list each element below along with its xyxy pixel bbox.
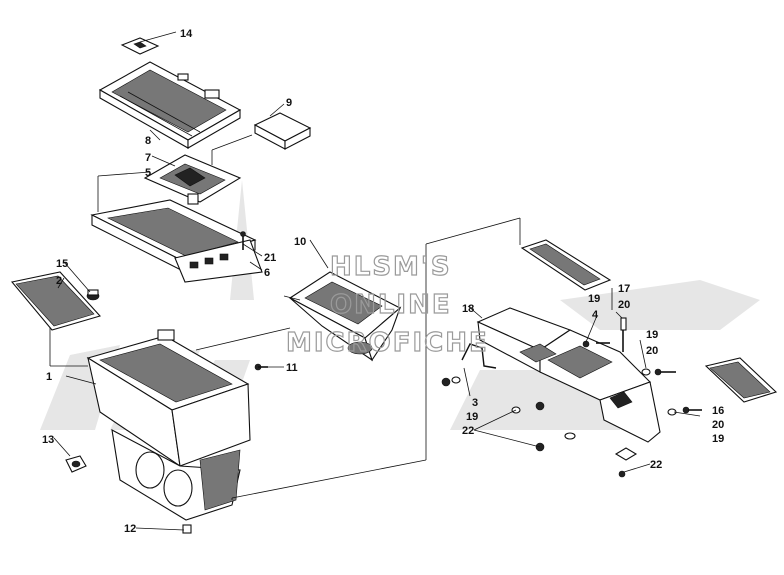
callout-12: 12 xyxy=(124,523,136,535)
part-13-clip xyxy=(65,455,87,473)
watermark-line-1: HLSM'S xyxy=(330,252,452,282)
callout-1: 1 xyxy=(46,371,52,383)
callout-5: 5 xyxy=(145,167,151,179)
callout-11: 11 xyxy=(286,362,298,374)
part-16-foam-filter xyxy=(704,357,778,403)
part-9-filter-pad xyxy=(253,112,312,150)
callout-22a: 22 xyxy=(462,425,474,437)
part-15-fitting xyxy=(86,289,100,301)
part-12-drain-plug xyxy=(182,524,192,534)
callout-14: 14 xyxy=(180,28,193,40)
callout-21: 21 xyxy=(264,252,276,264)
callout-19a: 19 xyxy=(588,293,600,305)
callout-19c: 19 xyxy=(466,411,478,423)
part-8-airbox-lid xyxy=(98,61,242,149)
watermark-line-3: MICROFICHE xyxy=(286,328,489,358)
callout-20a: 20 xyxy=(618,299,630,311)
callout-2: 2 xyxy=(56,275,62,287)
callout-4: 4 xyxy=(592,309,599,321)
callout-13: 13 xyxy=(42,434,54,446)
part-7-filter-element xyxy=(143,154,242,205)
callout-8: 8 xyxy=(145,135,151,147)
callout-20b: 20 xyxy=(646,345,658,357)
part-5-airbox-tray xyxy=(90,199,263,283)
callout-10: 10 xyxy=(294,236,306,248)
fasteners xyxy=(441,317,702,478)
part-17-gasket xyxy=(520,239,612,291)
leader-lines xyxy=(49,31,701,531)
part-18-silencer xyxy=(476,307,661,443)
callout-7: 7 xyxy=(145,152,151,164)
callout-labels: 14 9 8 7 5 10 21 6 15 2 11 1 13 12 17 19… xyxy=(42,28,724,535)
callout-3: 3 xyxy=(472,397,478,409)
callout-18: 18 xyxy=(462,303,474,315)
hlsm-watermark: HLSM'S ONLINE MICROFICHE xyxy=(285,251,489,358)
callout-19b: 19 xyxy=(646,329,658,341)
watermark-line-2: ONLINE xyxy=(330,290,452,320)
part-21-screw xyxy=(240,231,246,250)
part-1-airbox-housing xyxy=(86,329,251,521)
callout-22b: 22 xyxy=(650,459,662,471)
part-3-wire-clip xyxy=(461,343,497,369)
part-10-intake-duct xyxy=(288,271,402,362)
callout-19d: 19 xyxy=(712,433,724,445)
callout-15: 15 xyxy=(56,258,68,270)
callout-16: 16 xyxy=(712,405,724,417)
callout-17: 17 xyxy=(618,283,630,295)
part-2-foam-filter xyxy=(10,271,101,331)
callout-6: 6 xyxy=(264,267,270,279)
callout-20c: 20 xyxy=(712,419,724,431)
callout-9: 9 xyxy=(286,97,292,109)
part-14-gasket xyxy=(120,37,160,55)
